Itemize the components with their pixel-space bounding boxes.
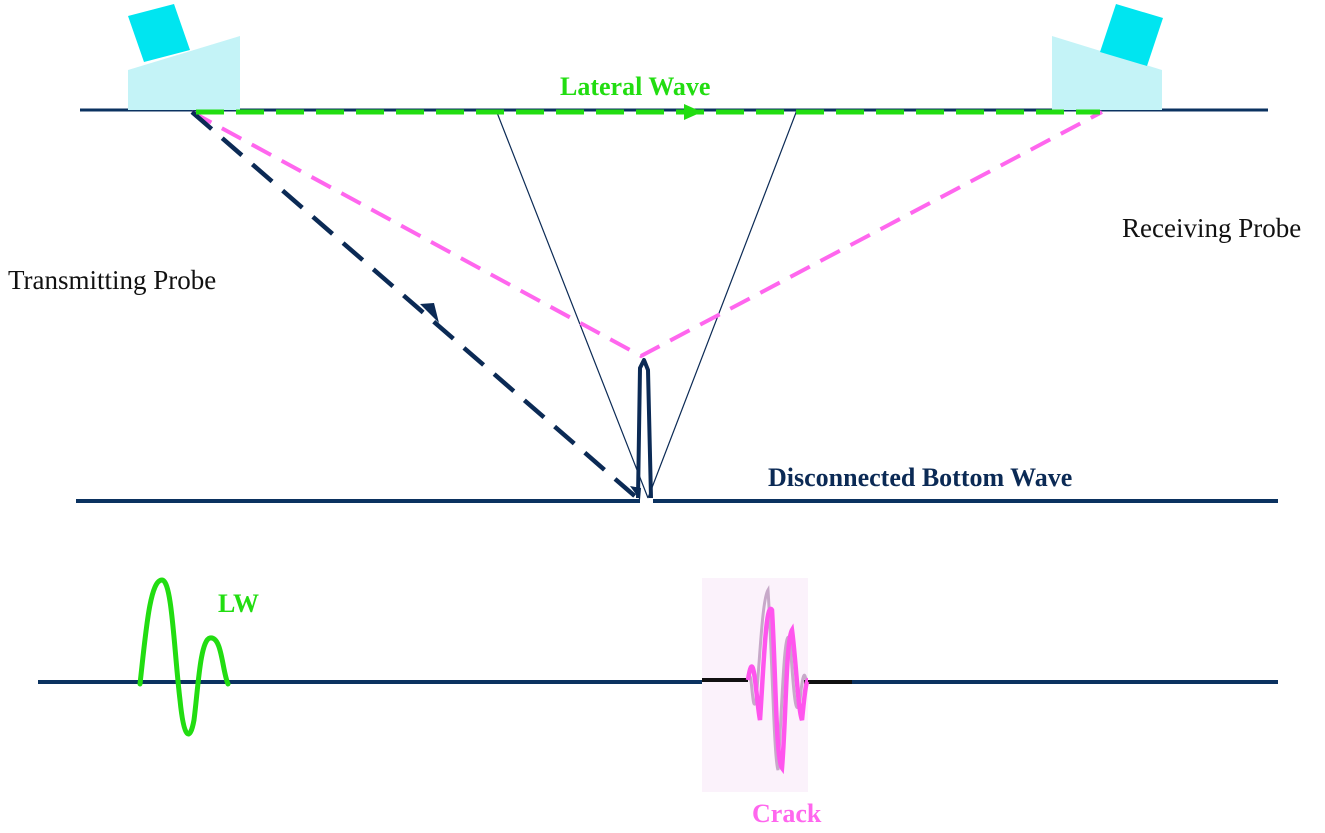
disconnected-bottom-wave-label: Disconnected Bottom Wave (768, 463, 1072, 492)
lw-label: LW (218, 589, 259, 618)
receiving-probe (1052, 4, 1163, 110)
lateral-wave-label: Lateral Wave (560, 72, 710, 101)
beam-spread-line-right (647, 109, 798, 499)
crack-signal (702, 578, 852, 792)
transmitting-probe-wedge (128, 36, 240, 110)
transmitting-probe-label: Transmitting Probe (8, 265, 216, 295)
transmitting-probe-crystal (128, 4, 190, 62)
crack-signal-trace (745, 606, 811, 775)
transmitted-beam (190, 110, 639, 500)
receiving-probe-crystal (1100, 4, 1163, 66)
lateral-wave-arrow-icon (684, 104, 702, 120)
diffraction-path (191, 110, 1103, 359)
crack-label: Crack (752, 799, 822, 828)
transmitted-beam-arrow-icon (420, 303, 439, 323)
transmitting-probe (128, 4, 240, 110)
lw-signal (137, 577, 231, 737)
beam-spread-line-left (495, 109, 649, 499)
receiving-probe-label: Receiving Probe (1122, 213, 1301, 243)
crack-shape (636, 358, 653, 499)
receiving-probe-wedge (1052, 36, 1162, 110)
